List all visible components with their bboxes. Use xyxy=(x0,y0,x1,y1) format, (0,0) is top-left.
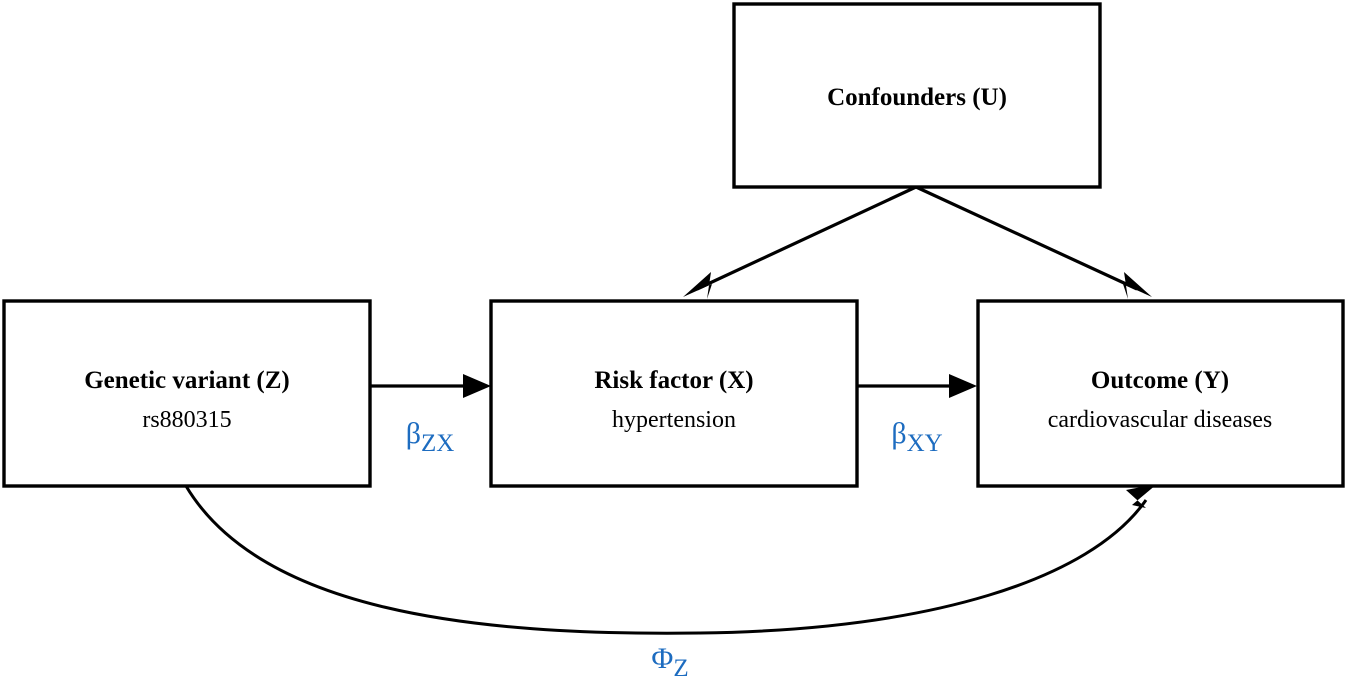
svg-text:βXY: βXY xyxy=(891,417,942,457)
beta-zx-subscript: ZX xyxy=(421,430,454,457)
edge-curve-z-y xyxy=(184,485,1148,635)
arrowhead-u-y xyxy=(1123,272,1152,299)
node-confounders: Confounders (U) xyxy=(732,2,1102,189)
outcome-box xyxy=(976,299,1345,488)
beta-xy-subscript: XY xyxy=(907,430,943,457)
label-beta-zx: βZX xyxy=(406,417,455,457)
beta-xy-base: β xyxy=(891,417,906,450)
genetic-variant-secondary-label: rs880315 xyxy=(142,407,231,433)
genetic-variant-box xyxy=(2,299,372,488)
phi-z-base: Φ xyxy=(651,642,673,675)
arrowhead-z-x xyxy=(463,374,491,398)
risk-factor-secondary-label: hypertension xyxy=(612,407,736,433)
arrowhead-z-y xyxy=(1126,484,1157,508)
arrowhead-x-y xyxy=(949,374,977,398)
svg-text:ΦZ: ΦZ xyxy=(651,642,688,682)
edge-line-u-y xyxy=(915,185,1138,291)
edge-risk-factor-to-outcome xyxy=(857,374,977,398)
phi-z-subscript: Z xyxy=(673,655,688,682)
svg-text:βZX: βZX xyxy=(406,417,455,457)
genetic-variant-primary-label: Genetic variant (Z) xyxy=(84,367,290,394)
edge-genetic-variant-to-outcome-curve xyxy=(184,484,1157,635)
confounders-box xyxy=(732,2,1102,189)
outcome-primary-label: Outcome (Y) xyxy=(1091,367,1229,394)
node-risk-factor: Risk factor (X) hypertension xyxy=(489,299,859,488)
label-beta-xy: βXY xyxy=(891,417,942,457)
edge-confounders-to-outcome xyxy=(915,185,1152,299)
edge-line-u-x xyxy=(696,185,917,291)
label-phi-z: ΦZ xyxy=(651,642,688,682)
risk-factor-primary-label: Risk factor (X) xyxy=(594,367,753,394)
beta-zx-base: β xyxy=(406,417,421,450)
risk-factor-box xyxy=(489,299,859,488)
outcome-secondary-label: cardiovascular diseases xyxy=(1048,407,1273,433)
arrowhead-u-x xyxy=(683,272,712,299)
edge-confounders-to-risk-factor xyxy=(683,185,917,299)
node-genetic-variant: Genetic variant (Z) rs880315 xyxy=(2,299,372,488)
confounders-primary-label: Confounders (U) xyxy=(827,84,1007,111)
node-outcome: Outcome (Y) cardiovascular diseases xyxy=(976,299,1345,488)
edge-genetic-variant-to-risk-factor xyxy=(370,374,491,398)
